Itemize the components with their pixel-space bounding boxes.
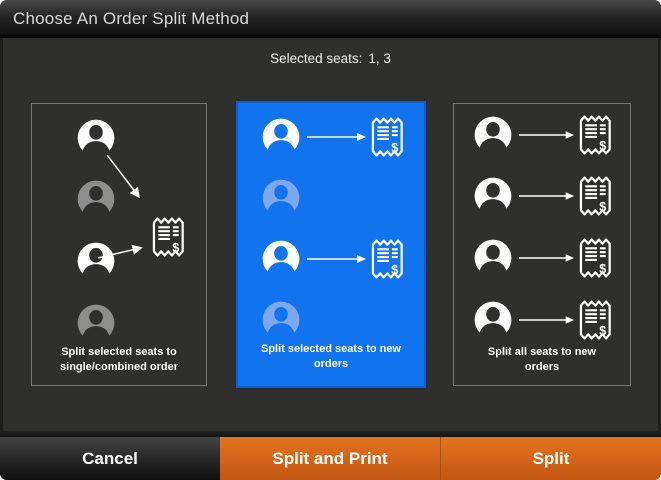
- selected-seats-value: 1, 3: [368, 51, 391, 66]
- receipt-icon: [371, 239, 403, 279]
- seat-4-row: [238, 301, 424, 339]
- person-avatar-icon: [474, 301, 512, 339]
- option-caption: Split all seats to new orders: [487, 346, 597, 374]
- receipt-icon: [579, 238, 611, 278]
- receipt-icon: [579, 115, 611, 155]
- seat-3-row: [454, 238, 630, 278]
- person-avatar-icon: [262, 118, 300, 156]
- option-split-all-new-orders[interactable]: Split all seats to new orders: [453, 103, 631, 386]
- seat-2-row: [454, 176, 630, 216]
- dialog-title: Choose An Order Split Method: [13, 9, 250, 28]
- option-caption: Split selected seats to new orders: [261, 343, 401, 371]
- footer-divider: [0, 431, 661, 437]
- option-split-selected-single-combined[interactable]: Split selected seats to single/combined …: [31, 103, 207, 386]
- person-avatar-icon: [474, 116, 512, 154]
- person-avatar-icon: [474, 177, 512, 215]
- split-button[interactable]: Split: [440, 437, 661, 480]
- seat-2-row: [238, 179, 424, 217]
- person-avatar-icon: [262, 240, 300, 278]
- footer-button-bar: Cancel Split and Print Split: [0, 437, 661, 480]
- seat-1-row: [238, 117, 424, 157]
- split-and-print-button[interactable]: Split and Print: [220, 437, 440, 480]
- arrow-right-icon: [519, 253, 575, 263]
- selected-seats-line: Selected seats: 1, 3: [0, 51, 661, 66]
- receipt-icon: [579, 300, 611, 340]
- receipt-icon: [579, 176, 611, 216]
- person-avatar-icon: [262, 301, 300, 339]
- arrow-right-icon: [519, 315, 575, 325]
- arrow-right-icon: [519, 191, 575, 201]
- arrow-right-icon: [98, 154, 143, 259]
- arrow-right-icon: [519, 130, 575, 140]
- cancel-button[interactable]: Cancel: [0, 437, 220, 480]
- option-caption: Split selected seats to single/combined …: [60, 346, 178, 374]
- dialog-content: Selected seats: 1, 3: [0, 38, 661, 431]
- seat-4-row: [454, 300, 630, 340]
- seat-1-row: [454, 115, 630, 155]
- person-avatar-icon: [262, 179, 300, 217]
- seat-3-row: [238, 239, 424, 279]
- arrow-right-icon: [307, 132, 367, 142]
- receipt-icon: [371, 117, 403, 157]
- title-bar: Choose An Order Split Method: [0, 0, 661, 38]
- selected-seats-label: Selected seats:: [270, 51, 363, 66]
- arrow-right-icon: [307, 254, 367, 264]
- option-split-selected-new-orders[interactable]: Split selected seats to new orders: [236, 101, 426, 388]
- person-avatar-icon: [474, 239, 512, 277]
